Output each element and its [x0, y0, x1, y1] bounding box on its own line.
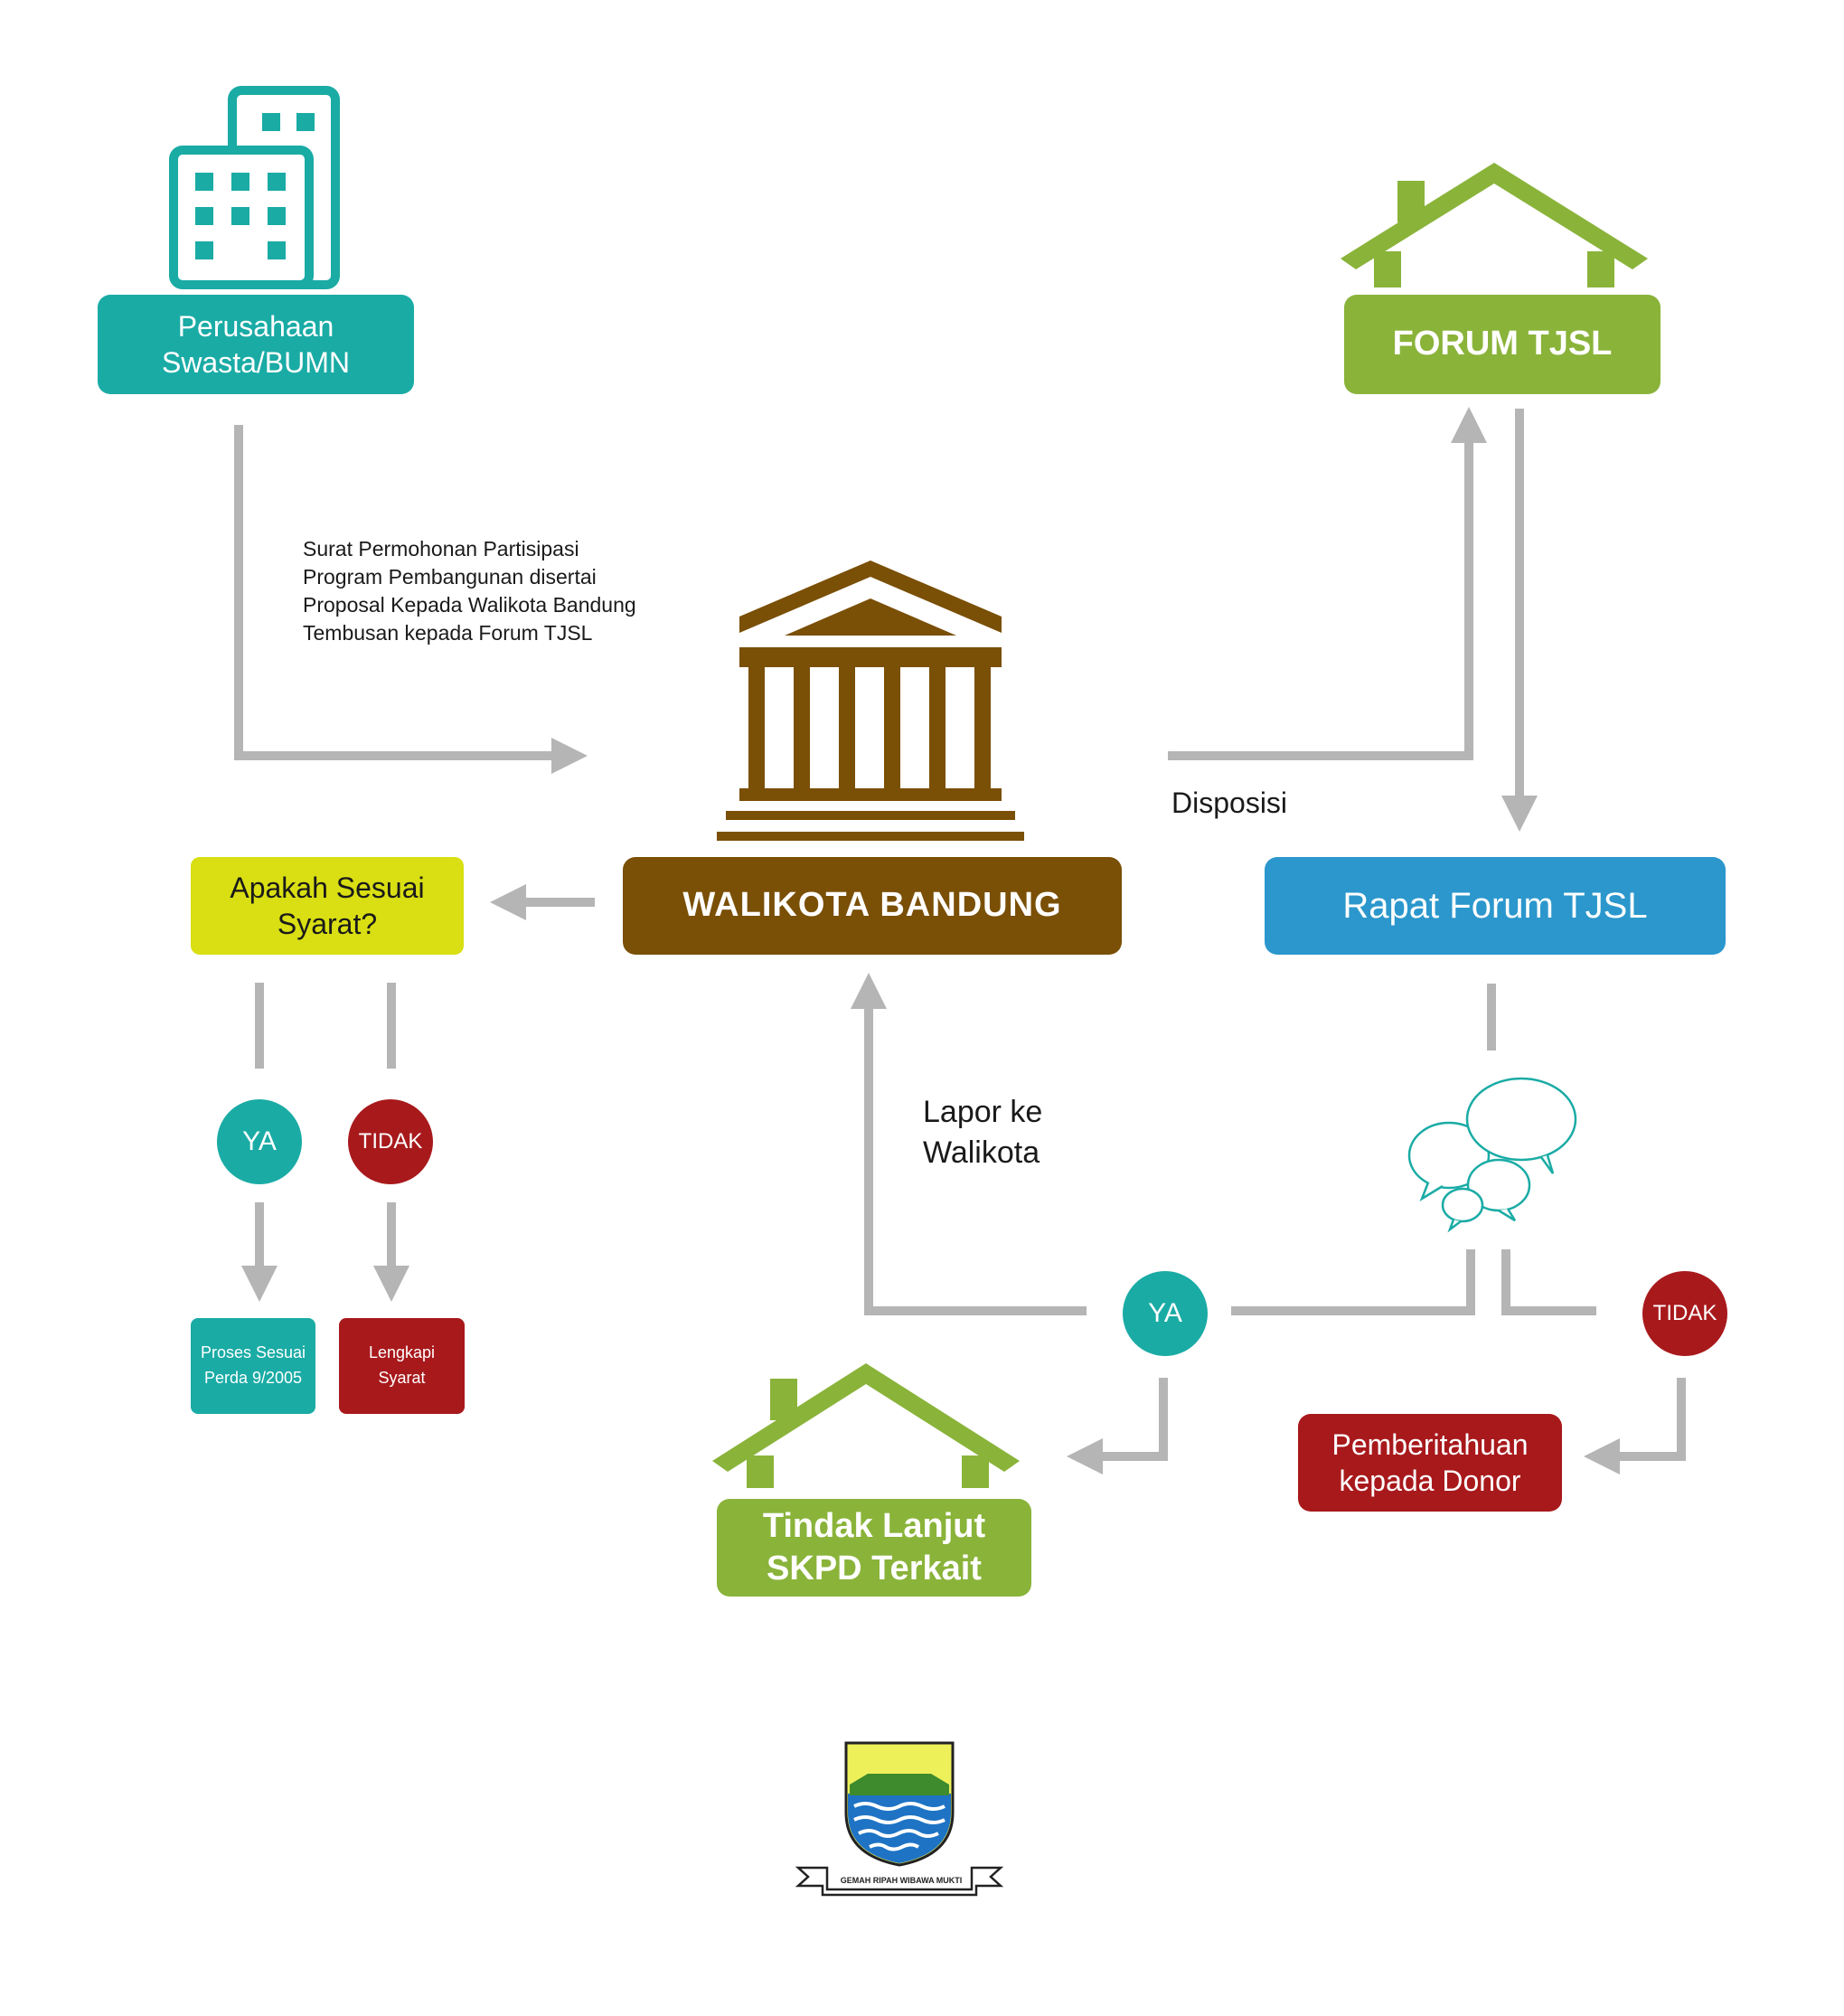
connector-arrows: [234, 407, 1686, 1474]
label-line: Tembusan kepada Forum TJSL: [303, 621, 593, 645]
perusahaan-swasta-bumn-box: Perusahaan Swasta/BUMN: [98, 295, 414, 394]
node-label-line: Tindak Lanjut: [762, 1506, 986, 1545]
node-label-line: Swasta/BUMN: [161, 346, 351, 379]
node-label-line: Lengkapi: [368, 1343, 436, 1362]
node-label-line: SKPD Terkait: [767, 1550, 982, 1587]
decision-ya-left: YA: [217, 1099, 302, 1184]
lapor-ke-walikota-label: Lapor ke Walikota: [923, 1092, 1042, 1173]
label-line: Proposal Kepada Walikota Bandung: [303, 593, 636, 617]
emblem-motto: GEMAH RIPAH WIBAWA MUKTI: [840, 1876, 963, 1885]
node-label: FORUM TJSL: [1392, 325, 1613, 363]
forum-tjsl-box: FORUM TJSL: [1344, 295, 1661, 394]
decision-tidak-right: TIDAK: [1642, 1271, 1727, 1356]
node-label: WALIKOTA BANDUNG: [682, 886, 1062, 925]
label-line: Surat Permohonan Partisipasi: [303, 537, 579, 561]
lengkapi-syarat-box: Lengkapi Syarat: [339, 1318, 465, 1414]
label-line: Program Pembangunan disertai: [303, 565, 597, 589]
rapat-forum-tjsl-box: Rapat Forum TJSL: [1265, 857, 1726, 955]
node-label-line: Perda 9/2005: [203, 1369, 303, 1387]
government-building-icon: [717, 561, 1024, 841]
decision-ya-right: YA: [1123, 1271, 1208, 1356]
surat-permohonan-label: Surat Permohonan Partisipasi Program Pem…: [303, 535, 737, 647]
node-label-line: Syarat: [378, 1369, 426, 1387]
node-label-line: kepada Donor: [1339, 1465, 1521, 1497]
node-label-line: Perusahaan: [177, 310, 334, 343]
house-icon: [712, 1363, 1020, 1488]
label-line: Lapor ke: [923, 1095, 1043, 1129]
node-label-line: Apakah Sesuai: [230, 871, 425, 904]
proses-sesuai-perda-box: Proses Sesuai Perda 9/2005: [191, 1318, 315, 1414]
decision-tidak-left: TIDAK: [348, 1099, 433, 1184]
tindak-lanjut-skpd-box: Tindak Lanjut SKPD Terkait: [717, 1499, 1031, 1597]
node-label-line: Pemberitahuan: [1331, 1428, 1529, 1461]
chat-bubbles-icon: [1407, 1077, 1577, 1233]
node-label-line: Syarat?: [277, 908, 378, 940]
node-label-line: Proses Sesuai: [200, 1343, 306, 1362]
house-icon: [1341, 163, 1648, 287]
apakah-sesuai-syarat-box: Apakah Sesuai Syarat?: [191, 857, 464, 955]
city-emblem-icon: [795, 1741, 1004, 1897]
building-windows: [195, 113, 315, 259]
disposisi-label: Disposisi: [1171, 787, 1288, 819]
node-label: Rapat Forum TJSL: [1342, 886, 1648, 926]
label-line: Walikota: [923, 1135, 1040, 1170]
pemberitahuan-kepada-donor-box: Pemberitahuan kepada Donor: [1298, 1414, 1562, 1512]
walikota-bandung-box: WALIKOTA BANDUNG: [623, 857, 1122, 955]
